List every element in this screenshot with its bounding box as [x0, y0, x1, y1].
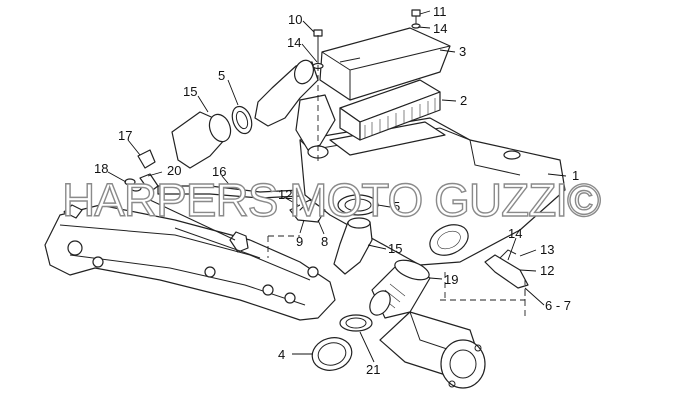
- callout-15-lower: 15: [388, 241, 402, 256]
- bracket-part: [289, 197, 326, 223]
- callout-16: 16: [212, 164, 226, 179]
- watermark-text: HARPERS MOTO GUZZI©: [62, 174, 601, 226]
- callout-2: 2: [460, 93, 467, 108]
- breather-hose-part: [157, 185, 301, 199]
- sensor-part: [124, 149, 159, 193]
- frame-part: [44, 199, 336, 321]
- ring-4-part: [311, 337, 353, 371]
- throttle-body-part: [379, 311, 486, 389]
- callout-18: 18: [94, 161, 108, 176]
- lower-clamp-part: [337, 194, 379, 216]
- callout-10: 10: [288, 12, 302, 27]
- callout-5-lower: 5: [393, 199, 400, 214]
- callout-14-top-right: 14: [433, 21, 447, 36]
- intake-hose-upper-part: [171, 105, 253, 169]
- callout-14-upper: 14: [287, 35, 301, 50]
- duct-19-part: [369, 259, 431, 319]
- clamp-21-part: [339, 314, 373, 332]
- callout-12-right: 12: [540, 263, 554, 278]
- callout-21: 21: [366, 362, 380, 377]
- leader-lines: [107, 10, 567, 363]
- bracket-6-7-part: [484, 249, 529, 289]
- callout-20: 20: [167, 163, 181, 178]
- callout-5-upper: 5: [218, 68, 225, 83]
- bolt-11-part: [411, 9, 421, 29]
- callout-17: 17: [118, 128, 132, 143]
- airbox-lid-part: [319, 27, 451, 101]
- callout-12-left: 12: [278, 187, 292, 202]
- elbow-duct-part: [254, 59, 336, 159]
- callout-19: 19: [444, 272, 458, 287]
- callout-6-7: 6 - 7: [545, 298, 571, 313]
- callout-3: 3: [459, 44, 466, 59]
- callout-15-upper: 15: [183, 84, 197, 99]
- callout-9: 9: [296, 234, 303, 249]
- callout-8: 8: [321, 234, 328, 249]
- callout-13: 13: [540, 242, 554, 257]
- assembly-lines: [267, 35, 526, 320]
- callout-1: 1: [572, 168, 579, 183]
- callout-14-right: 14: [508, 226, 522, 241]
- air-filter-part: [339, 79, 441, 141]
- callout-11: 11: [433, 4, 447, 19]
- intake-duct-lower-part: [333, 217, 373, 275]
- callout-4: 4: [278, 347, 285, 362]
- callout-labels: 10 11 14 14 3 5 15 2 17 18 20 16 12 9 8 …: [94, 4, 579, 377]
